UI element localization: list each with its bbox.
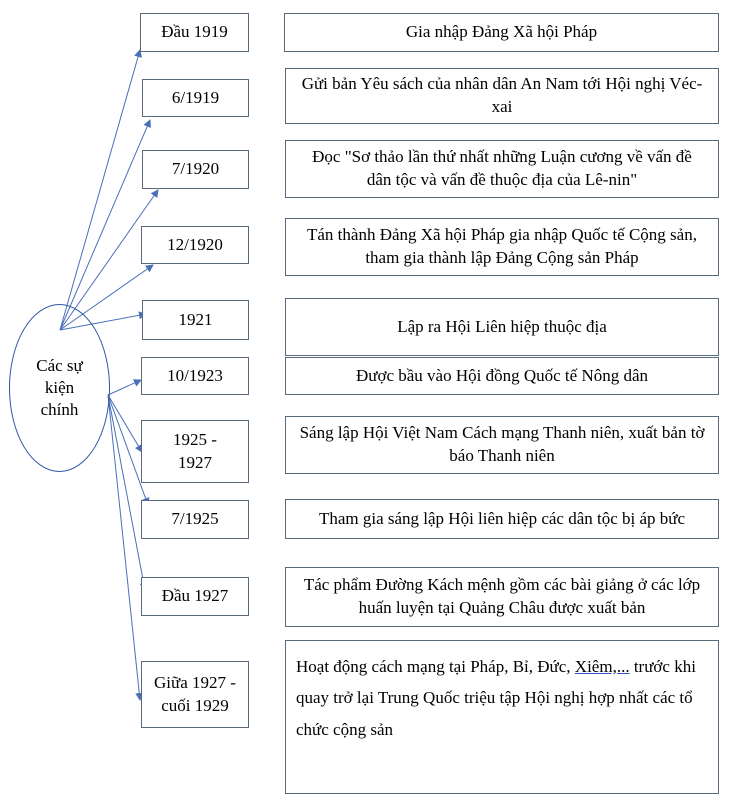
arrow-10-1923: [107, 379, 142, 396]
event-box-10: Hoạt động cách mạng tại Pháp, Bỉ, Đức, X…: [285, 640, 719, 794]
event-text: Đọc "Sơ thảo lần thứ nhất những Luận cươ…: [312, 147, 692, 189]
date-box-7: 1925 - 1927: [141, 420, 249, 483]
event-text-before: Hoạt động cách mạng tại Pháp, Bỉ, Đức,: [296, 657, 575, 676]
event-box-7: Sáng lập Hội Việt Nam Cách mạng Thanh ni…: [285, 416, 719, 474]
event-text: Tham gia sáng lập Hội liên hiệp các dân …: [318, 508, 686, 528]
event-text: Lập ra Hội Liên hiệp thuộc địa: [397, 316, 607, 336]
date-label: 10/1923: [167, 365, 223, 385]
event-text: Sáng lập Hội Việt Nam Cách mạng Thanh ni…: [299, 423, 705, 465]
event-box-6: Được bầu vào Hội đồng Quốc tế Nông dân: [285, 357, 719, 395]
event-box-4: Tán thành Đảng Xã hội Pháp gia nhập Quốc…: [285, 218, 719, 276]
arrow-dau-1927: [107, 394, 148, 591]
date-label: 1925 - 1927: [173, 429, 217, 472]
hub-label: Các sự kiện chính: [36, 355, 83, 420]
event-box-5: Lập ra Hội Liên hiệp thuộc địa: [285, 298, 719, 356]
arrow-7-1920: [59, 189, 159, 331]
date-box-4: 12/1920: [141, 226, 249, 264]
event-text: Gia nhập Đảng Xã hội Pháp: [405, 22, 598, 42]
arrow-dau-1919: [59, 49, 142, 331]
date-box-10: Giữa 1927 - cuối 1929: [141, 661, 249, 728]
date-box-3: 7/1920: [142, 150, 249, 189]
event-box-9: Tác phẩm Đường Kách mệnh gồm các bài giả…: [285, 567, 719, 627]
event-text: Hoạt động cách mạng tại Pháp, Bỉ, Đức, X…: [296, 651, 708, 745]
date-box-5: 1921: [142, 300, 249, 340]
date-label: Đầu 1927: [161, 586, 229, 606]
hub-main-events: Các sự kiện chính: [9, 304, 110, 472]
date-box-9: Đầu 1927: [141, 577, 249, 616]
event-box-1: Gia nhập Đảng Xã hội Pháp: [284, 13, 719, 52]
date-box-1: Đầu 1919: [140, 13, 249, 52]
event-text: Gửi bản Yêu sách của nhân dân An Nam tới…: [301, 74, 703, 116]
date-box-6: 10/1923: [141, 357, 249, 395]
date-label: 7/1920: [171, 159, 220, 179]
date-label: Giữa 1927 - cuối 1929: [154, 672, 236, 715]
arrow-1925-1927: [107, 394, 143, 453]
event-box-3: Đọc "Sơ thảo lần thứ nhất những Luận cươ…: [285, 140, 719, 198]
event-text: Tác phẩm Đường Kách mệnh gồm các bài giả…: [303, 575, 701, 617]
event-box-8: Tham gia sáng lập Hội liên hiệp các dân …: [285, 499, 719, 539]
date-label: 7/1925: [171, 509, 219, 529]
event-box-2: Gửi bản Yêu sách của nhân dân An Nam tới…: [285, 68, 719, 124]
date-label: 12/1920: [167, 234, 223, 254]
event-text-underlined: Xiêm,...: [574, 657, 630, 676]
event-text-after: trước khi quay trở lại Trung Quốc triệu …: [296, 657, 696, 739]
date-box-2: 6/1919: [142, 79, 249, 117]
date-label: Đầu 1919: [161, 22, 228, 42]
arrow-7-1925: [107, 394, 150, 506]
event-text: Được bầu vào Hội đồng Quốc tế Nông dân: [355, 365, 649, 385]
arrow-giua-1927: [107, 394, 144, 701]
date-box-8: 7/1925: [141, 500, 249, 539]
date-label: 6/1919: [171, 87, 220, 107]
arrow-6-1919: [59, 119, 151, 331]
date-label: 1921: [178, 309, 213, 329]
event-text: Tán thành Đảng Xã hội Pháp gia nhập Quốc…: [307, 225, 697, 267]
